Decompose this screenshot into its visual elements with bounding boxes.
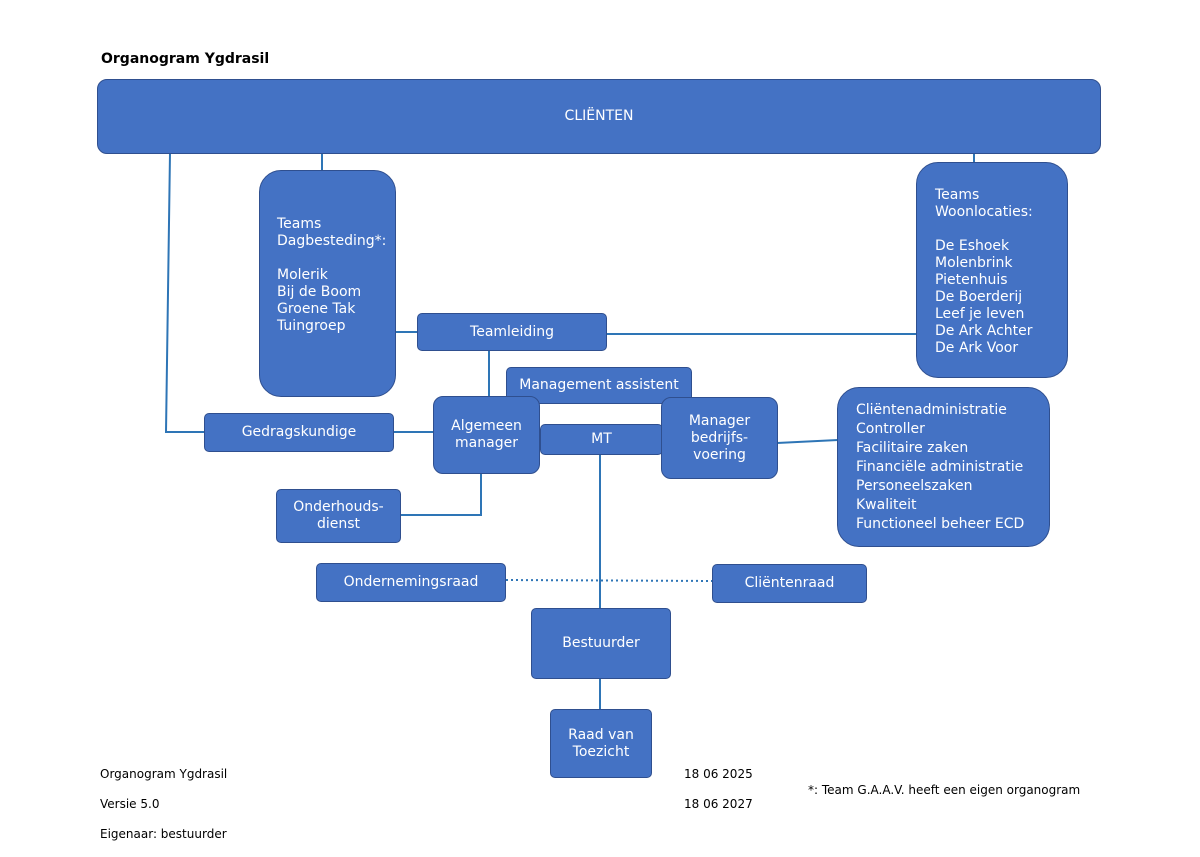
box-clienten-label: CLIËNTEN (564, 108, 634, 124)
footer-date-1: 18 06 2025 (684, 767, 753, 781)
footer-version: Versie 5.0 (100, 797, 160, 811)
footer-document-info: Organogram Ygdrasil Versie 5.0 Eigenaar:… (100, 752, 227, 857)
box-teamleiding-label: Teamleiding (470, 323, 554, 340)
connector-bedrijfsvoering-afdelingen (776, 439, 839, 444)
box-teams-woonlocaties-label: Teams Woonlocaties: De Eshoek Molenbrink… (935, 187, 1033, 356)
box-algemeen-manager-label: Algemeen manager (451, 418, 522, 451)
box-teams-dagbesteding-label: Teams Dagbesteding*: Molerik Bij de Boom… (277, 216, 387, 334)
box-bestuurder: Bestuurder (531, 608, 671, 679)
box-raad-van-toezicht: Raad van Toezicht (550, 709, 652, 778)
footer-date-2: 18 06 2027 (684, 797, 753, 811)
box-teamleiding: Teamleiding (417, 313, 607, 351)
footer-doc-title: Organogram Ygdrasil (100, 767, 228, 781)
box-management-assistent: Management assistent (506, 367, 692, 404)
box-clientenraad-label: Cliëntenraad (744, 575, 835, 591)
box-bedrijfsvoering-afdelingen: Cliëntenadministratie Controller Facilit… (837, 387, 1050, 547)
footer-note: *: Team G.A.A.V. heeft een eigen organog… (808, 783, 1081, 797)
box-teams-woonlocaties: Teams Woonlocaties: De Eshoek Molenbrink… (916, 162, 1068, 378)
box-bedrijfsvoering-afdelingen-label: Cliëntenadministratie Controller Facilit… (856, 401, 1025, 532)
box-ondernemingsraad-label: Ondernemingsraad (343, 574, 479, 590)
box-clientenraad: Cliëntenraad (712, 564, 867, 603)
box-onderhoudsdienst: Onderhouds- dienst (276, 489, 401, 543)
box-management-assistent-label: Management assistent (519, 377, 679, 393)
box-gedragskundige: Gedragskundige (204, 413, 394, 452)
box-bestuurder-label: Bestuurder (562, 635, 640, 651)
connector-ondernemingsraad-clientenraad (505, 579, 713, 582)
box-gedragskundige-label: Gedragskundige (241, 424, 357, 440)
connector-clienten-gedragskundige (164, 152, 205, 433)
footer-dates: 18 06 2025 18 06 2027 (684, 752, 753, 827)
box-raad-van-toezicht-label: Raad van Toezicht (568, 726, 634, 760)
box-onderhoudsdienst-label: Onderhouds- dienst (293, 499, 384, 532)
box-clienten: CLIËNTEN (97, 79, 1101, 154)
box-teams-dagbesteding: Teams Dagbesteding*: Molerik Bij de Boom… (259, 170, 396, 397)
box-mt-label: MT (591, 431, 612, 447)
box-algemeen-manager: Algemeen manager (433, 396, 540, 474)
footer-owner: Eigenaar: bestuurder (100, 827, 227, 841)
page-title: Organogram Ygdrasil (101, 51, 270, 67)
connector-algemeen-manager-onderhoudsdienst (401, 474, 482, 516)
box-mt: MT (540, 424, 663, 455)
box-manager-bedrijfsvoering: Manager bedrijfs- voering (661, 397, 778, 479)
box-ondernemingsraad: Ondernemingsraad (316, 563, 506, 602)
box-manager-bedrijfsvoering-label: Manager bedrijfs- voering (688, 412, 751, 463)
